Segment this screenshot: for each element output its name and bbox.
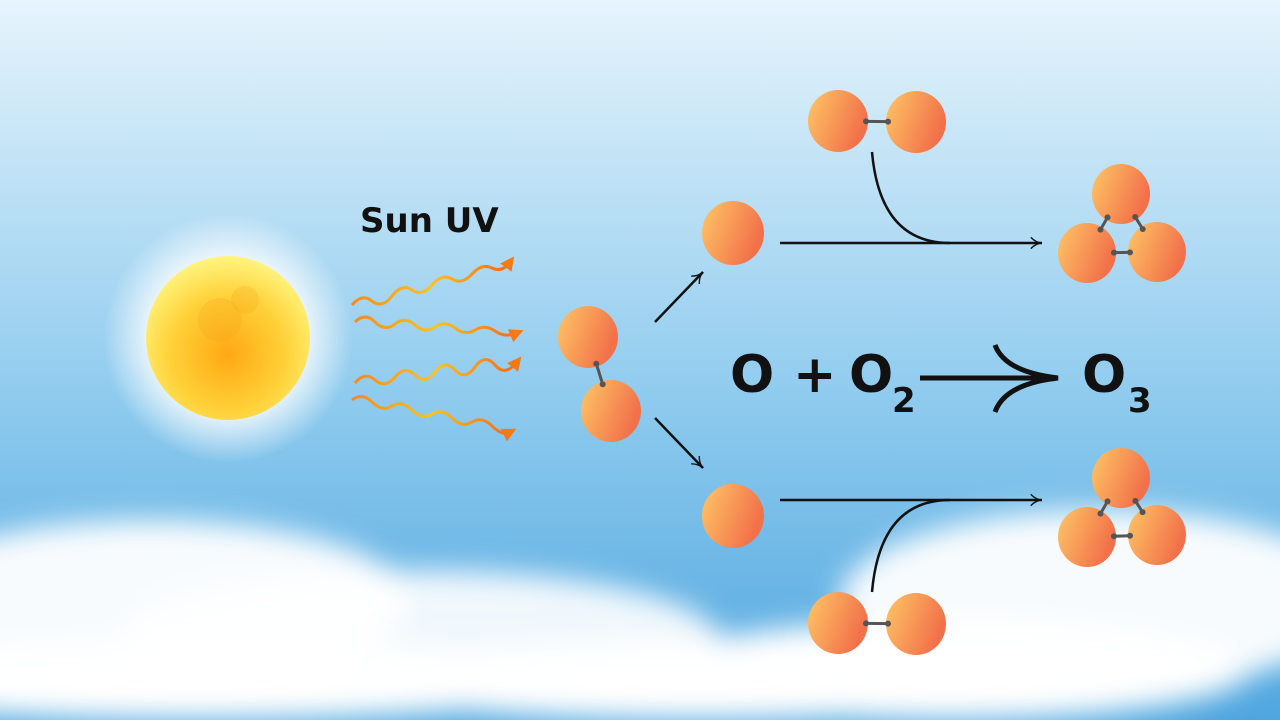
oxygen-atom bbox=[808, 90, 868, 152]
bond-end bbox=[593, 360, 600, 367]
reaction-arrows bbox=[654, 151, 1043, 593]
sun-uv-label: Sun UV bbox=[360, 201, 499, 241]
eq-reactant-o2: O bbox=[849, 345, 893, 405]
oxygen-atom-bottom bbox=[702, 484, 764, 548]
bond-end bbox=[1104, 214, 1111, 221]
eq-product-o3: O bbox=[1082, 345, 1126, 405]
bond-end bbox=[1132, 497, 1139, 504]
bond-end bbox=[885, 118, 892, 125]
oxygen-atom bbox=[808, 592, 868, 654]
molecules bbox=[558, 90, 1186, 655]
bond-end bbox=[1104, 498, 1111, 505]
oxygen-atom bbox=[886, 593, 946, 655]
oxygen-atom bbox=[702, 484, 764, 548]
oxygen-atom bbox=[886, 91, 946, 153]
bond-end bbox=[862, 620, 869, 627]
bond-end bbox=[885, 620, 892, 627]
bond-end bbox=[1127, 532, 1134, 539]
oxygen-atom-top bbox=[702, 201, 764, 265]
top-merge-curve bbox=[870, 151, 951, 245]
o3-molecule-bottom bbox=[1058, 448, 1186, 567]
bond-end bbox=[1110, 249, 1117, 256]
bond-end bbox=[1139, 226, 1146, 233]
bond bbox=[594, 363, 605, 385]
uv-rays bbox=[350, 256, 524, 442]
o2-molecule-source bbox=[558, 306, 641, 442]
oxygen-atom bbox=[581, 380, 641, 442]
oxygen-atom bbox=[702, 201, 764, 265]
eq-reactant-o: O bbox=[730, 345, 774, 405]
oxygen-atom bbox=[1058, 223, 1116, 283]
oxygen-atom bbox=[558, 306, 618, 368]
uv-ray bbox=[351, 395, 517, 442]
uv-ray bbox=[350, 256, 515, 306]
bond-end bbox=[862, 118, 869, 125]
oxygen-atom bbox=[1128, 222, 1186, 282]
o2-molecule-top bbox=[808, 90, 946, 153]
clouds bbox=[0, 510, 1280, 720]
bond-end bbox=[1139, 509, 1146, 516]
oxygen-atom bbox=[1092, 164, 1150, 224]
uv-ray bbox=[353, 315, 524, 343]
oxygen-atom bbox=[1058, 507, 1116, 567]
bond-end bbox=[1127, 249, 1134, 256]
oxygen-atom bbox=[1128, 505, 1186, 565]
eq-subscript-3: 3 bbox=[1128, 381, 1152, 421]
bond-end bbox=[1132, 213, 1139, 220]
uv-ray bbox=[353, 356, 522, 386]
split-arrow-down bbox=[654, 417, 704, 469]
bottom-merge-curve bbox=[870, 498, 951, 593]
eq-subscript-2: 2 bbox=[892, 381, 916, 421]
o3-molecule-top bbox=[1058, 164, 1186, 283]
o2-molecule-bottom bbox=[808, 592, 946, 655]
bond-end bbox=[599, 381, 606, 388]
equation: O + O 2 O 3 bbox=[730, 343, 1152, 421]
bond-end bbox=[1097, 226, 1104, 233]
sun-icon bbox=[103, 213, 353, 463]
oxygen-atom bbox=[1092, 448, 1150, 508]
eq-arrow bbox=[920, 343, 1059, 413]
bond-end bbox=[1110, 533, 1117, 540]
eq-plus: + bbox=[793, 345, 837, 405]
split-arrow-up bbox=[654, 271, 704, 323]
bond-end bbox=[1097, 510, 1104, 517]
